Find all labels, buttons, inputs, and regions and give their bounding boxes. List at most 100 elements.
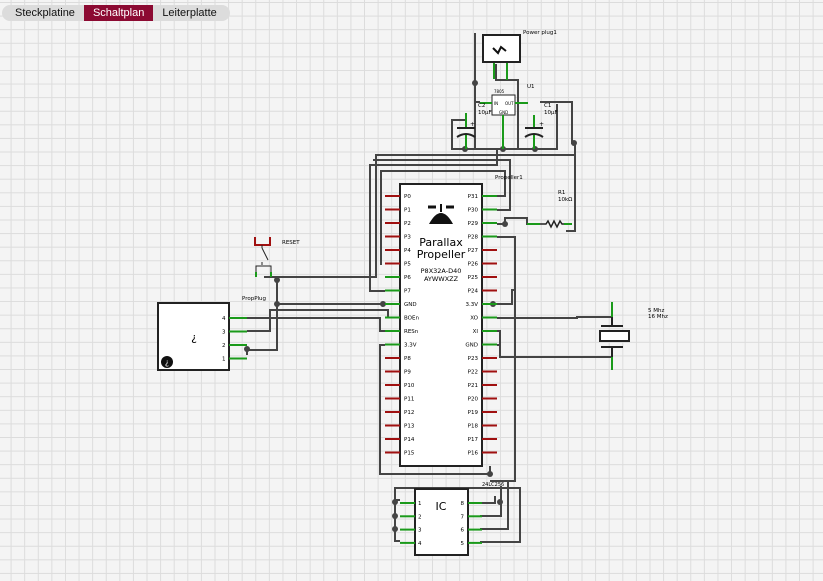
pin-label: P17: [468, 437, 479, 443]
pin-label: P27: [468, 248, 479, 254]
propeller-chip[interactable]: Propeller1 Parallax Propeller P8X32A-D40…: [385, 175, 523, 467]
pin-right[interactable]: P27: [468, 248, 497, 254]
eeprom-name: 24LC256: [482, 482, 504, 488]
power-plug[interactable]: Power plug1: [482, 30, 557, 80]
pin-label: BOEn: [404, 316, 419, 322]
pin-left[interactable]: P13: [385, 424, 415, 430]
pin-label: P13: [404, 424, 415, 430]
crystal[interactable]: 5 Mhz 16 Mhz: [599, 302, 668, 370]
pin-label: 3.3V: [404, 343, 417, 349]
r1-value: 10kΩ: [558, 197, 572, 203]
voltage-regulator[interactable]: U1 7805 IN OUT GND: [480, 84, 535, 149]
wires[interactable]: [246, 33, 612, 543]
pin-left[interactable]: P6: [385, 275, 411, 281]
pin-right[interactable]: P18: [468, 424, 497, 430]
pin-right[interactable]: P26: [468, 262, 497, 268]
pin-label: 1: [418, 501, 422, 507]
crystal-freq-2: 16 Mhz: [648, 314, 668, 320]
pin-left[interactable]: P15: [385, 451, 415, 457]
pin-label: 3: [418, 528, 422, 534]
pin-label: P15: [404, 451, 415, 457]
pin-label: P1: [404, 208, 411, 214]
pin-right[interactable]: GND: [465, 343, 497, 349]
pin-right[interactable]: P28: [468, 235, 497, 241]
pin-right[interactable]: XI: [473, 329, 497, 335]
pin-right[interactable]: P22: [468, 370, 497, 376]
chip-title-1: Parallax: [419, 236, 463, 249]
pin-right[interactable]: P20: [468, 397, 497, 403]
c1-label: C1: [544, 103, 551, 109]
pin-label: 6: [461, 528, 465, 534]
tab-breadboard[interactable]: Steckplatine: [15, 7, 75, 19]
pin-label: P8: [404, 356, 411, 362]
pin-right[interactable]: P16: [468, 451, 497, 457]
pin-right[interactable]: P30: [468, 208, 497, 214]
pin-left[interactable]: P2: [385, 221, 411, 227]
pin-right[interactable]: P29: [468, 221, 497, 227]
pin-left[interactable]: P0: [385, 194, 411, 200]
pin-left[interactable]: P9: [385, 370, 411, 376]
pin-label: 4: [418, 541, 422, 547]
ic-label: IC: [436, 500, 447, 513]
pin-left[interactable]: P7: [385, 289, 411, 295]
reset-label: RESET: [282, 240, 300, 246]
pin-right[interactable]: P24: [468, 289, 497, 295]
pin-label: GND: [404, 302, 417, 308]
propplug-pin[interactable]: 2: [222, 343, 247, 349]
reset-button[interactable]: RESET: [254, 237, 300, 277]
pin-left[interactable]: 3.3V: [385, 343, 417, 349]
pin-left[interactable]: GND: [385, 302, 417, 308]
tab-pcb[interactable]: Leiterplatte: [162, 7, 217, 19]
pin-right[interactable]: 3.3V: [465, 302, 497, 308]
propplug-pin[interactable]: 3: [222, 330, 247, 336]
u1-in: IN: [494, 101, 498, 106]
pin-right[interactable]: XO: [470, 316, 497, 322]
pin-label: P19: [468, 410, 479, 416]
propplug-symbol: ¿: [191, 331, 197, 344]
pin-label: P2: [404, 221, 411, 227]
pin-left[interactable]: P5: [385, 262, 411, 268]
pin-label: 3.3V: [465, 302, 478, 308]
pin-left[interactable]: P1: [385, 208, 411, 214]
pin-label: 8: [461, 501, 465, 507]
pin-label: P23: [468, 356, 479, 362]
pin-left[interactable]: P10: [385, 383, 415, 389]
pin-right[interactable]: P23: [468, 356, 497, 362]
pin-label: P7: [404, 289, 411, 295]
propplug-pin[interactable]: 1: [222, 357, 247, 363]
power-plug-label: Power plug1: [523, 30, 557, 36]
propplug-pin[interactable]: 4: [222, 316, 247, 322]
pin-right[interactable]: P17: [468, 437, 497, 443]
pin-right[interactable]: P31: [468, 194, 497, 200]
pin-right[interactable]: P25: [468, 275, 497, 281]
pin-right[interactable]: P21: [468, 383, 497, 389]
pin-label: P3: [404, 235, 411, 241]
pin-label: XI: [473, 329, 479, 335]
capacitor-c2[interactable]: + C2 10µF: [456, 103, 492, 149]
pin-right[interactable]: P19: [468, 410, 497, 416]
pin-left[interactable]: P11: [385, 397, 414, 403]
tab-schematic[interactable]: Schaltplan: [83, 5, 154, 21]
pin-label: XO: [470, 316, 478, 322]
pin-label: P24: [468, 289, 479, 295]
pin-left[interactable]: P3: [385, 235, 411, 241]
resistor-r1[interactable]: R1 10kΩ: [527, 190, 572, 229]
pin-label: GND: [465, 343, 478, 349]
view-tabs: Steckplatine Schaltplan Leiterplatte: [2, 5, 230, 21]
pin-left[interactable]: P4: [385, 248, 411, 254]
pin-label: P26: [468, 262, 479, 268]
propeller-ref: Propeller1: [495, 175, 523, 181]
pin-left[interactable]: P8: [385, 356, 411, 362]
pin-left[interactable]: BOEn: [385, 316, 419, 322]
pin-left[interactable]: P12: [385, 410, 414, 416]
capacitor-c1[interactable]: + C1 10µF: [524, 103, 558, 149]
pin-left[interactable]: P14: [385, 437, 415, 443]
pin-left[interactable]: RESn: [385, 329, 419, 335]
